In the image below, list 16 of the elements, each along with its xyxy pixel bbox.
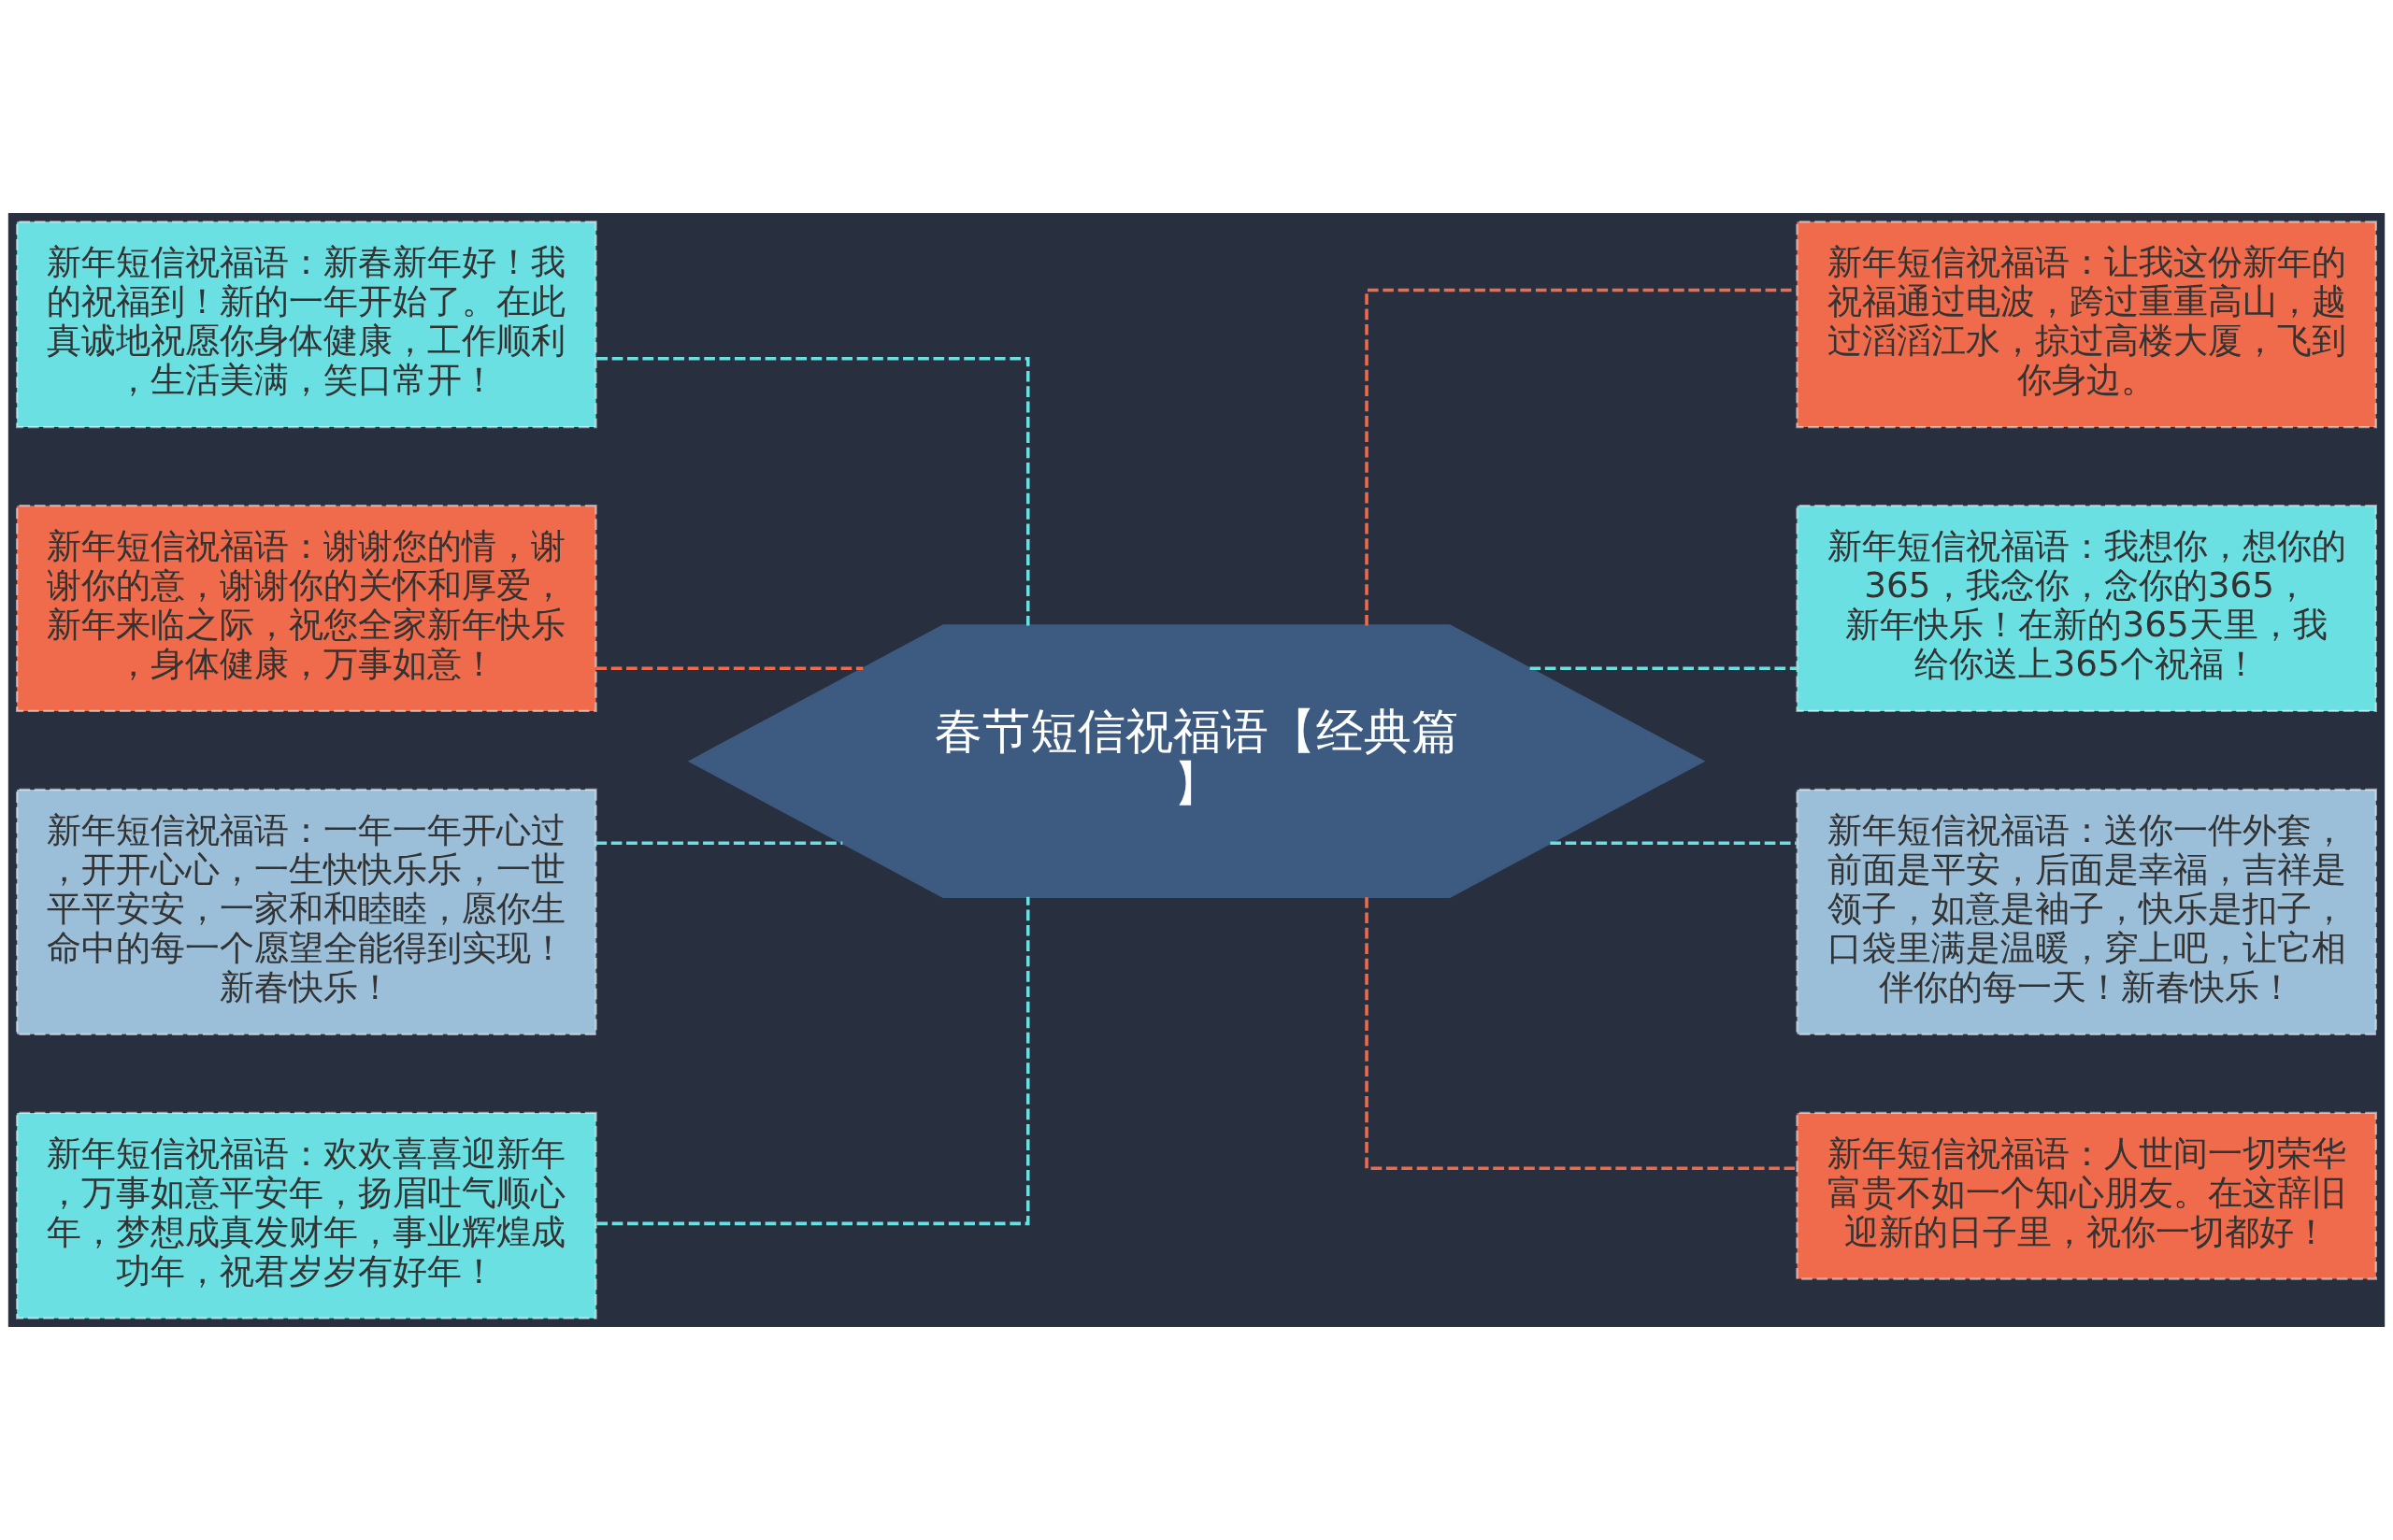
node-box: 新年短信祝福语：一年一年开心过，开开心心，一生快快乐乐，一世平平安安，一家和和睦睦，愿你生命中的每一个愿望全能得到实现！新春快乐！ bbox=[15, 788, 597, 1035]
connector bbox=[596, 357, 1030, 626]
connector bbox=[1529, 666, 1798, 670]
connector bbox=[595, 841, 843, 846]
connector bbox=[1550, 841, 1797, 846]
node-box: 新年短信祝福语：欢欢喜喜迎新年，万事如意平安年，扬眉吐气顺心年，梦想成真发财年，事业辉煌成功年，祝君岁岁有好年！ bbox=[15, 1111, 597, 1319]
node-box: 新年短信祝福语：让我这份新年的祝福通过电波，跨过重重高山，越过滔滔江水，掠过高楼大厦，飞到你身边。 bbox=[1796, 221, 2377, 429]
node-box: 新年短信祝福语：谢谢您的情，谢谢你的意，谢谢你的关怀和厚爱，新年来临之际，祝您全家新年快乐，身体健康，万事如意！ bbox=[15, 505, 597, 713]
connector bbox=[595, 666, 864, 670]
node-box: 新年短信祝福语：人世间一切荣华富贵不如一个知心朋友。在这辞旧迎新的日子里，祝你一切都好！ bbox=[1796, 1111, 2377, 1280]
connector bbox=[1365, 288, 1798, 626]
node-box: 新年短信祝福语：我想你，想你的365，我念你，念你的365，新年快乐！在新的365天里，我给你送上365个祝福！ bbox=[1796, 505, 2377, 713]
connector bbox=[596, 896, 1030, 1226]
node-box: 新年短信祝福语：新春新年好！我的祝福到！新的一年开始了。在此真诚地祝愿你身体健康，工作顺利，生活美满，笑口常开！ bbox=[15, 221, 597, 429]
node-box: 新年短信祝福语：送你一件外套，前面是平安，后面是幸福，吉祥是领子，如意是袖子，快乐是扣子，口袋里满是温暖，穿上吧，让它相伴你的每一天！新春快乐！ bbox=[1796, 788, 2377, 1035]
connector bbox=[1365, 897, 1798, 1170]
